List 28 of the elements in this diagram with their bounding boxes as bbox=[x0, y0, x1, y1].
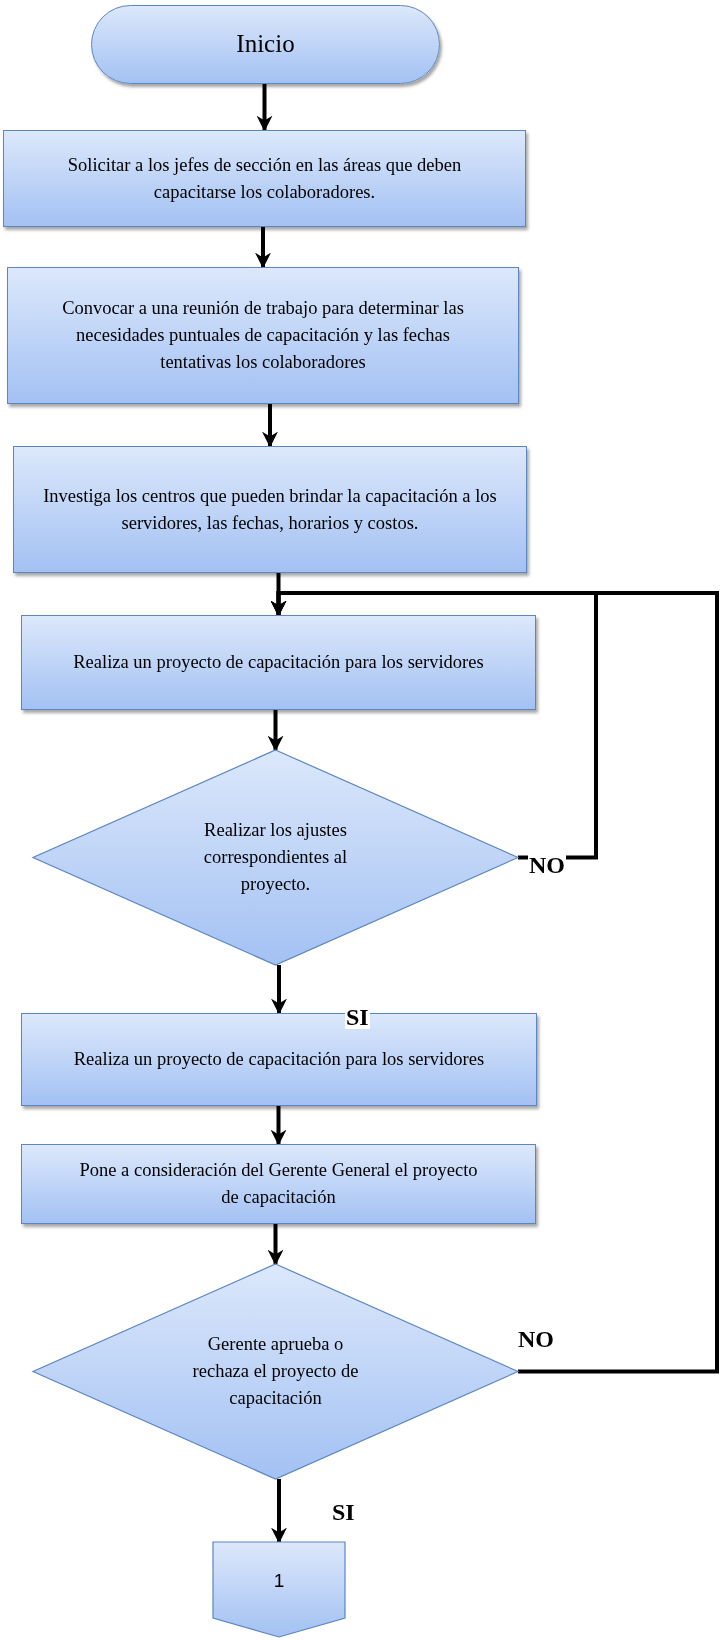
process-box bbox=[13, 446, 527, 573]
arrow bbox=[270, 591, 719, 1374]
process-box bbox=[21, 615, 536, 710]
node-text: Gerente aprueba o rechaza el proyecto de capacitación bbox=[191, 1333, 360, 1410]
arrow bbox=[262, 404, 278, 448]
node-text: Realiza un proyecto de capacitación para los servidores bbox=[73, 651, 484, 675]
arrow bbox=[255, 227, 271, 269]
offpage-connector bbox=[213, 1542, 345, 1637]
arrow bbox=[267, 710, 284, 752]
node-text: 1 bbox=[273, 1568, 285, 1593]
node-text: Inicio bbox=[236, 29, 295, 60]
node-text: Investiga los centros que pueden brindar la capacitación a los servidores, las fechas, horarios y costos. bbox=[42, 484, 498, 535]
node-text: Pone a consideración del Gerente General el proyecto de capacitación bbox=[78, 1159, 479, 1209]
decision-diamond bbox=[33, 1264, 518, 1479]
node-text: Convocar a una reunión de trabajo para determinar las necesidades puntuales de capacitación y las fechas tentativas los colaboradores bbox=[61, 297, 465, 374]
node-text: Realiza un proyecto de capacitación para los servidores bbox=[73, 1048, 485, 1072]
process-box bbox=[3, 130, 526, 227]
decision-diamond bbox=[33, 750, 518, 965]
arrow bbox=[271, 965, 287, 1015]
node-text: Solicitar a los jefes de sección en las áreas que deben capacitarse los colaboradores. bbox=[66, 153, 463, 204]
process-box bbox=[21, 1144, 536, 1224]
arrow bbox=[271, 1479, 287, 1544]
arrow bbox=[270, 1106, 287, 1146]
start-terminal bbox=[91, 5, 440, 84]
process-box bbox=[7, 267, 519, 404]
arrow bbox=[267, 1224, 284, 1266]
node-text: Realizar los ajustes correspondientes al proyecto. bbox=[202, 819, 349, 896]
arrow bbox=[256, 84, 273, 132]
